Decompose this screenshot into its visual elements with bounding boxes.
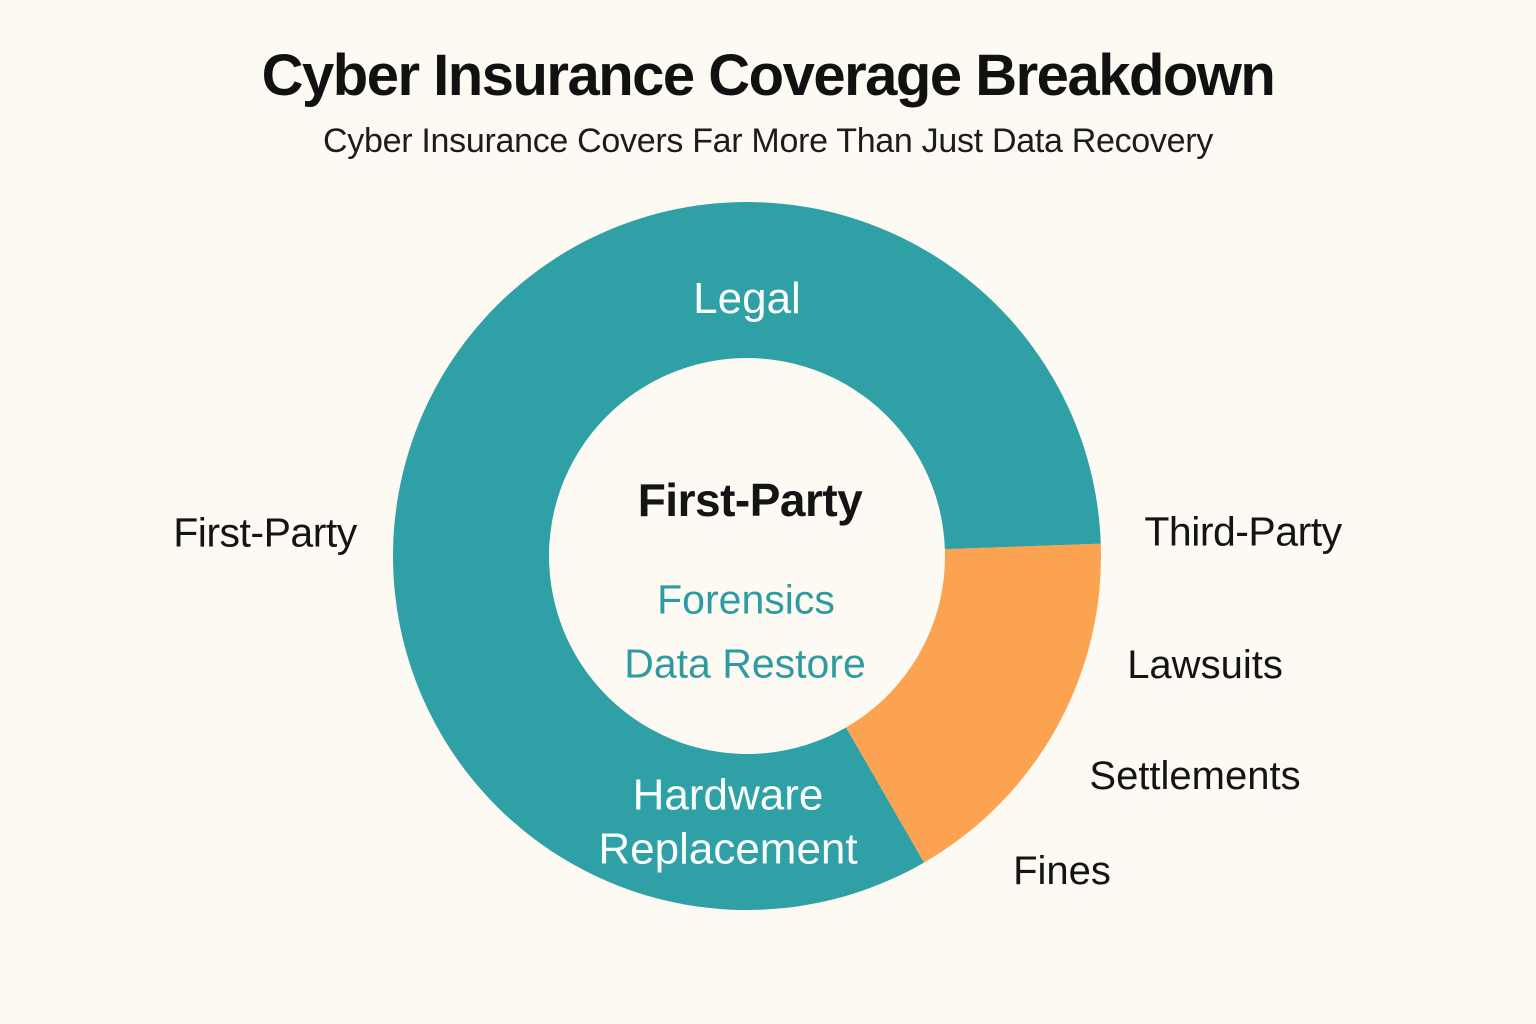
chart-header: Cyber Insurance Coverage Breakdown Cyber… bbox=[18, 0, 1518, 160]
category-label-third-party: Third-Party bbox=[1144, 508, 1342, 555]
segment-label-legal: Legal bbox=[693, 274, 801, 323]
chart-title: Cyber Insurance Coverage Breakdown bbox=[261, 43, 1276, 108]
donut-slice-first-party bbox=[392, 201, 1101, 910]
item-label-lawsuits: Lawsuits bbox=[1127, 643, 1283, 687]
center-label-forensics: Forensics bbox=[657, 576, 835, 623]
donut-slice-third-party bbox=[846, 543, 1101, 863]
segment-label-hardware-replacement: Hardware Replacement bbox=[598, 770, 858, 873]
item-label-settlements: Settlements bbox=[1089, 754, 1301, 798]
chart-subtitle: Cyber Insurance Covers Far More Than Jus… bbox=[323, 121, 1213, 160]
item-label-fines: Fines bbox=[1013, 849, 1111, 893]
center-label-first-party: First-Party bbox=[637, 474, 863, 526]
center-label-data-restore: Data Restore bbox=[624, 640, 866, 687]
category-label-first-party: First-Party bbox=[173, 509, 357, 556]
